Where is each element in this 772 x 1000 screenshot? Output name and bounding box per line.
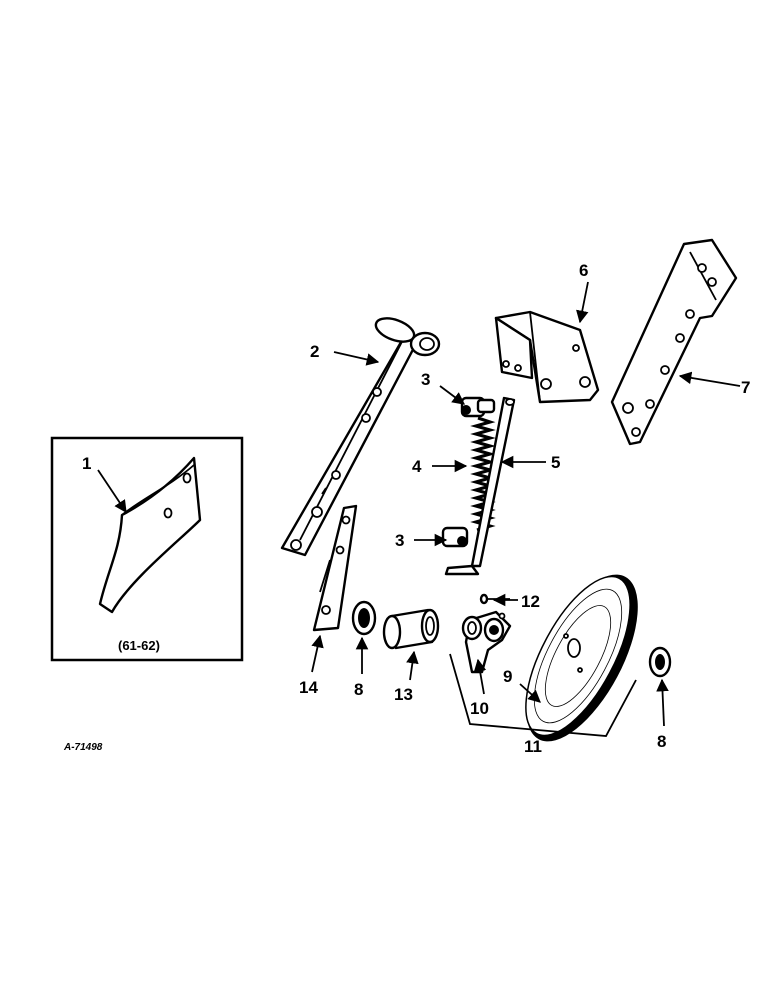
leader-6 bbox=[576, 281, 589, 324]
reference-number: A-71498 bbox=[63, 742, 103, 753]
leader-2 bbox=[333, 351, 380, 366]
leader-10 bbox=[473, 658, 487, 695]
part-2-arm bbox=[280, 317, 441, 557]
callout-6: 6 bbox=[579, 261, 588, 280]
part-9-disc bbox=[525, 574, 638, 742]
leader-9 bbox=[519, 683, 541, 703]
callout-7: 7 bbox=[741, 378, 750, 397]
part-1-blade bbox=[98, 456, 202, 614]
callout-8b: 8 bbox=[657, 732, 666, 751]
part-8-washer-left bbox=[351, 600, 377, 636]
leader-7 bbox=[678, 371, 741, 387]
callout-11: 11 bbox=[524, 737, 542, 756]
leader-14 bbox=[311, 634, 324, 673]
callout-10: 10 bbox=[470, 699, 489, 718]
leader-3a bbox=[439, 385, 466, 405]
part-6-bracket bbox=[494, 310, 600, 404]
callout-14: 14 bbox=[299, 678, 318, 697]
part-10-hub bbox=[461, 610, 512, 674]
part-3-upper-clamp bbox=[460, 396, 496, 418]
callout-12: 12 bbox=[521, 592, 540, 611]
part-13-spacer bbox=[382, 608, 440, 650]
part-3-lower-clamp bbox=[441, 526, 469, 548]
leader-13 bbox=[406, 650, 419, 681]
callout-3b: 3 bbox=[395, 531, 404, 550]
callout-1: 1 bbox=[82, 454, 91, 473]
leader-1 bbox=[97, 469, 127, 514]
part-14-bracket bbox=[312, 504, 358, 632]
part-7-plate bbox=[610, 238, 738, 446]
leader-8b bbox=[656, 678, 669, 727]
callout-4: 4 bbox=[412, 457, 422, 476]
inset-box: 1 (61-62) bbox=[50, 436, 244, 662]
part-11-assembly-bracket bbox=[449, 653, 637, 737]
callout-3a: 3 bbox=[421, 370, 430, 389]
part-8-washer-right bbox=[648, 646, 672, 678]
part-12-pin bbox=[479, 593, 510, 605]
inset-note: (61-62) bbox=[118, 638, 160, 653]
callout-9: 9 bbox=[503, 667, 512, 686]
callout-2: 2 bbox=[310, 342, 319, 361]
callout-8a: 8 bbox=[354, 680, 363, 699]
callout-5: 5 bbox=[551, 453, 560, 472]
callout-13: 13 bbox=[394, 685, 413, 704]
part-5-rod bbox=[444, 396, 516, 576]
